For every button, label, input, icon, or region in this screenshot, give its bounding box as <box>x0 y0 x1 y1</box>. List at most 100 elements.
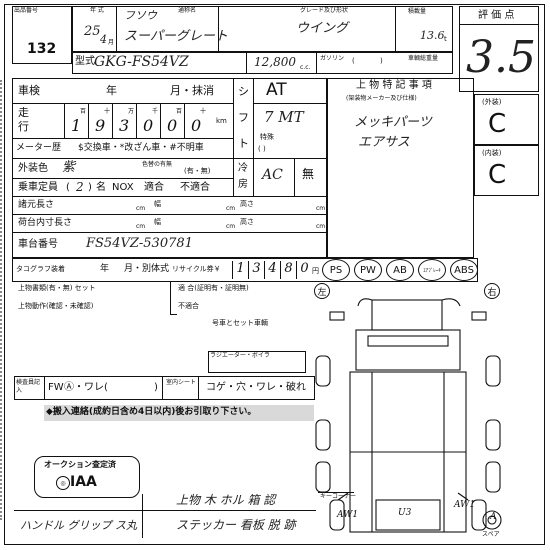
score-label: 評 価 点 <box>478 10 515 21</box>
cargo-unit-2: cm <box>226 223 236 230</box>
diagram-mark: A <box>490 512 497 522</box>
month-value: 4 <box>100 33 107 46</box>
shift-label-2: フ <box>238 111 249 124</box>
lot-number: 132 <box>27 41 57 57</box>
dims-unit-3: cm <box>316 205 326 212</box>
mileage-km: km <box>216 117 227 125</box>
maker-value: フソウ <box>124 9 157 22</box>
score-value: 3.5 <box>466 32 536 83</box>
model-code: GKG-FS54VZ <box>94 54 189 70</box>
mileage-unit: 万 <box>127 108 134 115</box>
inspection-year: 年 <box>106 84 117 97</box>
interior-grade: C <box>488 160 507 190</box>
left-label: 左 <box>317 287 327 298</box>
model-name: スーパーグレート <box>124 29 228 44</box>
meter-label: メーター歴 <box>16 143 62 153</box>
meter-options: $交換車・*改ざん車・#不明車 <box>78 143 204 153</box>
nox-label: NOX <box>112 182 134 193</box>
tacho-label: タコグラフ装着 <box>16 265 65 273</box>
right-marker: 右 <box>484 283 500 299</box>
special-label: 特殊 <box>260 133 274 141</box>
mileage-digit-value: 1 <box>71 116 82 135</box>
auction-label: オークション査定済 <box>44 460 116 469</box>
equipment-option: ｴｱﾌﾞﾚｰｷ <box>418 259 446 281</box>
notes-line-1: メッキパーツ <box>354 115 432 130</box>
maker-label: 通称名 <box>178 7 197 14</box>
recycle-digit: 1 <box>232 261 248 279</box>
chassis-label: 車台番号 <box>18 239 58 250</box>
score-box <box>459 6 539 92</box>
capacity-unit: 名 <box>96 182 106 193</box>
recycle-digit: 4 <box>264 261 280 279</box>
mileage-label: 走行 <box>18 106 29 133</box>
interior-box <box>474 145 539 196</box>
remark-2: ハンドル グリップ ス丸 <box>20 519 137 532</box>
notes-subtitle: (架装物メーカー及び仕様) <box>346 95 417 102</box>
inspection-row <box>14 376 315 400</box>
binding-edge <box>0 80 5 520</box>
color-change-values: (有・無) <box>184 167 211 175</box>
load-unit: t <box>444 35 447 43</box>
cc-unit: c.c. <box>300 64 311 71</box>
mileage-unit: 百 <box>175 108 182 115</box>
cargo-width: 幅 <box>154 218 161 226</box>
dims-label: 諸元長さ <box>18 200 55 210</box>
key-label: キーコーナー <box>320 493 357 500</box>
capacity-paren-close: ) <box>88 182 92 193</box>
recycle-digit: 3 <box>248 261 264 279</box>
notice-bar <box>44 405 314 421</box>
color-value: 紫 <box>62 160 76 175</box>
fw-close: ) <box>154 382 158 393</box>
mileage-digit-value: 3 <box>119 116 130 135</box>
mileage-digit-value: 0 <box>191 116 202 135</box>
dims-unit-2: cm <box>226 205 236 212</box>
recycle-digit: 0 <box>296 261 312 279</box>
grade-value: ウイング <box>296 21 349 36</box>
notes-line-2: エアサス <box>358 135 410 150</box>
load-label: 積載量 <box>408 8 427 15</box>
ac-value: AC <box>262 167 283 183</box>
capacity-paren-open: ( <box>66 182 70 193</box>
lot-label: 出品番号 <box>14 7 39 14</box>
fuel-sep1: ( <box>352 57 355 65</box>
notes-title: 上 物 特 記 事 項 <box>356 80 432 91</box>
radiator-box <box>208 351 306 373</box>
mileage-unit: 千 <box>151 108 158 115</box>
fw-options: Ⓐ・ワレ( <box>64 382 108 393</box>
color-change: 色替の有無 <box>142 161 173 168</box>
exterior-grade: C <box>488 109 507 139</box>
interior-seat: 室内シート <box>166 379 197 386</box>
cargo-label: 荷台内寸長さ <box>18 218 73 228</box>
auction-stamp <box>34 456 140 498</box>
special-paren: ( ) <box>258 145 266 153</box>
upper-bracket <box>170 281 177 315</box>
tacho-month: 月・別体式 <box>124 264 170 274</box>
grade-label: グレード及び形状 <box>300 7 349 14</box>
recycle-yen: 円 <box>312 267 319 275</box>
upper-docs: 上物書類(有・無) セット <box>18 284 96 292</box>
chassis-value: FS54VZ-530781 <box>86 236 193 251</box>
cargo-height: 高さ <box>240 218 254 226</box>
iaa-label: IAA <box>70 474 97 490</box>
sheet-frame <box>4 4 545 545</box>
model-code-label: 型式 <box>75 56 95 67</box>
seat-options: コゲ・穴・ワレ・破れ <box>206 382 306 393</box>
header-main-box <box>72 6 453 52</box>
mileage-digit-value: 9 <box>95 116 106 135</box>
capacity-label: 乗車定員 <box>18 182 58 193</box>
inspection-month: 月・抹消 <box>170 84 214 97</box>
shift-label-1: シ <box>238 85 249 98</box>
right-label: 右 <box>487 287 497 298</box>
month-label: 月 <box>108 39 115 46</box>
nox-ok: 適合 <box>144 182 164 193</box>
radiator-label: ラジエーター・ボイラ <box>210 352 270 359</box>
color-label: 外装色 <box>18 163 48 174</box>
cooling-label-1: 冷 <box>238 163 248 174</box>
